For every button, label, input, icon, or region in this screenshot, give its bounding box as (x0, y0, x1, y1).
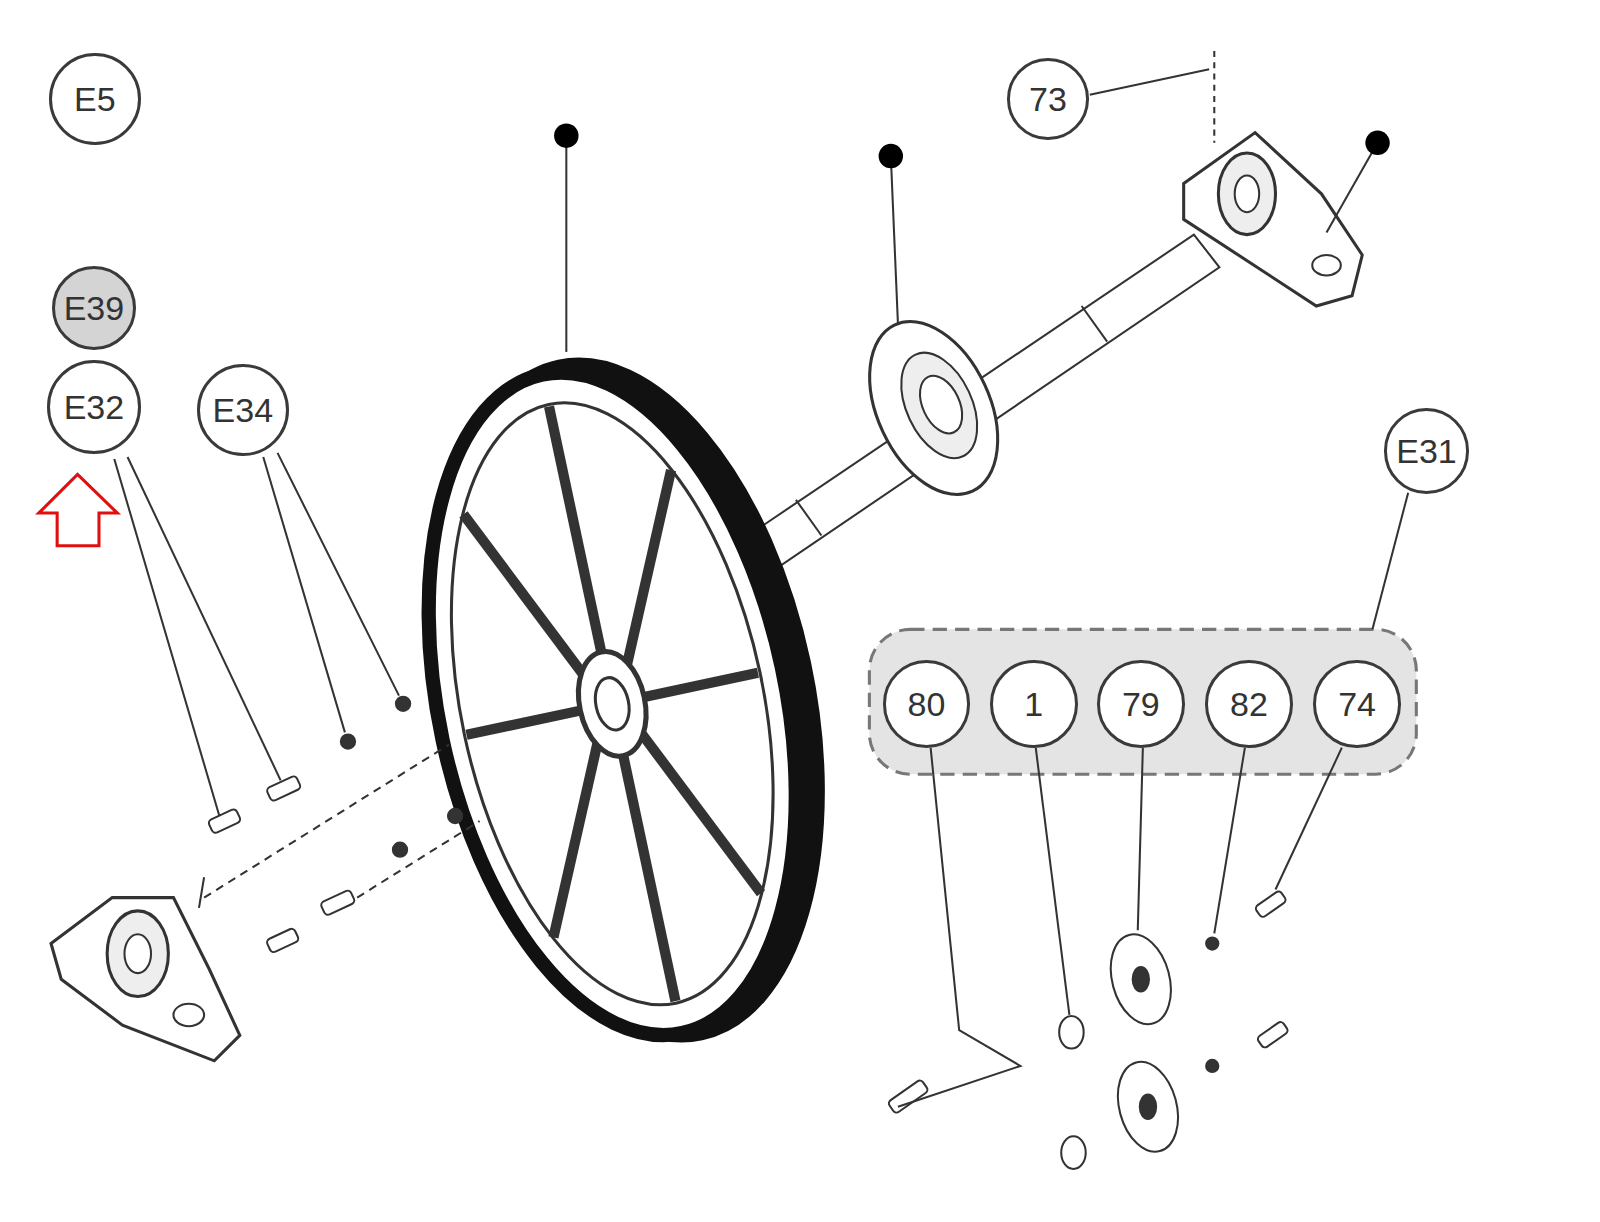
callout-circle: 80 (883, 660, 971, 748)
callout-circle: 1 (990, 660, 1078, 748)
callout-circle: E31 (1384, 408, 1470, 494)
callout-circle: 74 (1313, 660, 1401, 748)
callout-number: E32 (64, 390, 125, 424)
callout-circle: 79 (1097, 660, 1185, 748)
callout-circle: E5 (49, 53, 141, 145)
callout-circle: E39 (52, 266, 137, 351)
red-arrow (39, 474, 118, 545)
callout-circle: 82 (1205, 660, 1293, 748)
pillow-block-bearing (51, 877, 240, 1061)
wheel (371, 325, 880, 1077)
callout-number: 74 (1338, 687, 1376, 721)
callout-number: E31 (1396, 434, 1457, 468)
callout-number: 82 (1230, 687, 1268, 721)
flange-bearing (844, 301, 1023, 515)
callout-circle: 73 (1007, 58, 1089, 140)
bolts (204, 697, 480, 954)
callout-circle: E34 (197, 364, 289, 456)
callout-number: E39 (64, 291, 125, 325)
callout-number: 80 (908, 687, 946, 721)
callout-number: 73 (1029, 82, 1067, 116)
pillow-block-bearing (1184, 51, 1363, 306)
hardware (887, 890, 1289, 1169)
callout-circle: E32 (47, 360, 141, 454)
callout-number: 79 (1122, 687, 1160, 721)
callout-number: 1 (1024, 687, 1043, 721)
callout-number: E5 (74, 82, 116, 116)
callout-number: E34 (213, 393, 274, 427)
